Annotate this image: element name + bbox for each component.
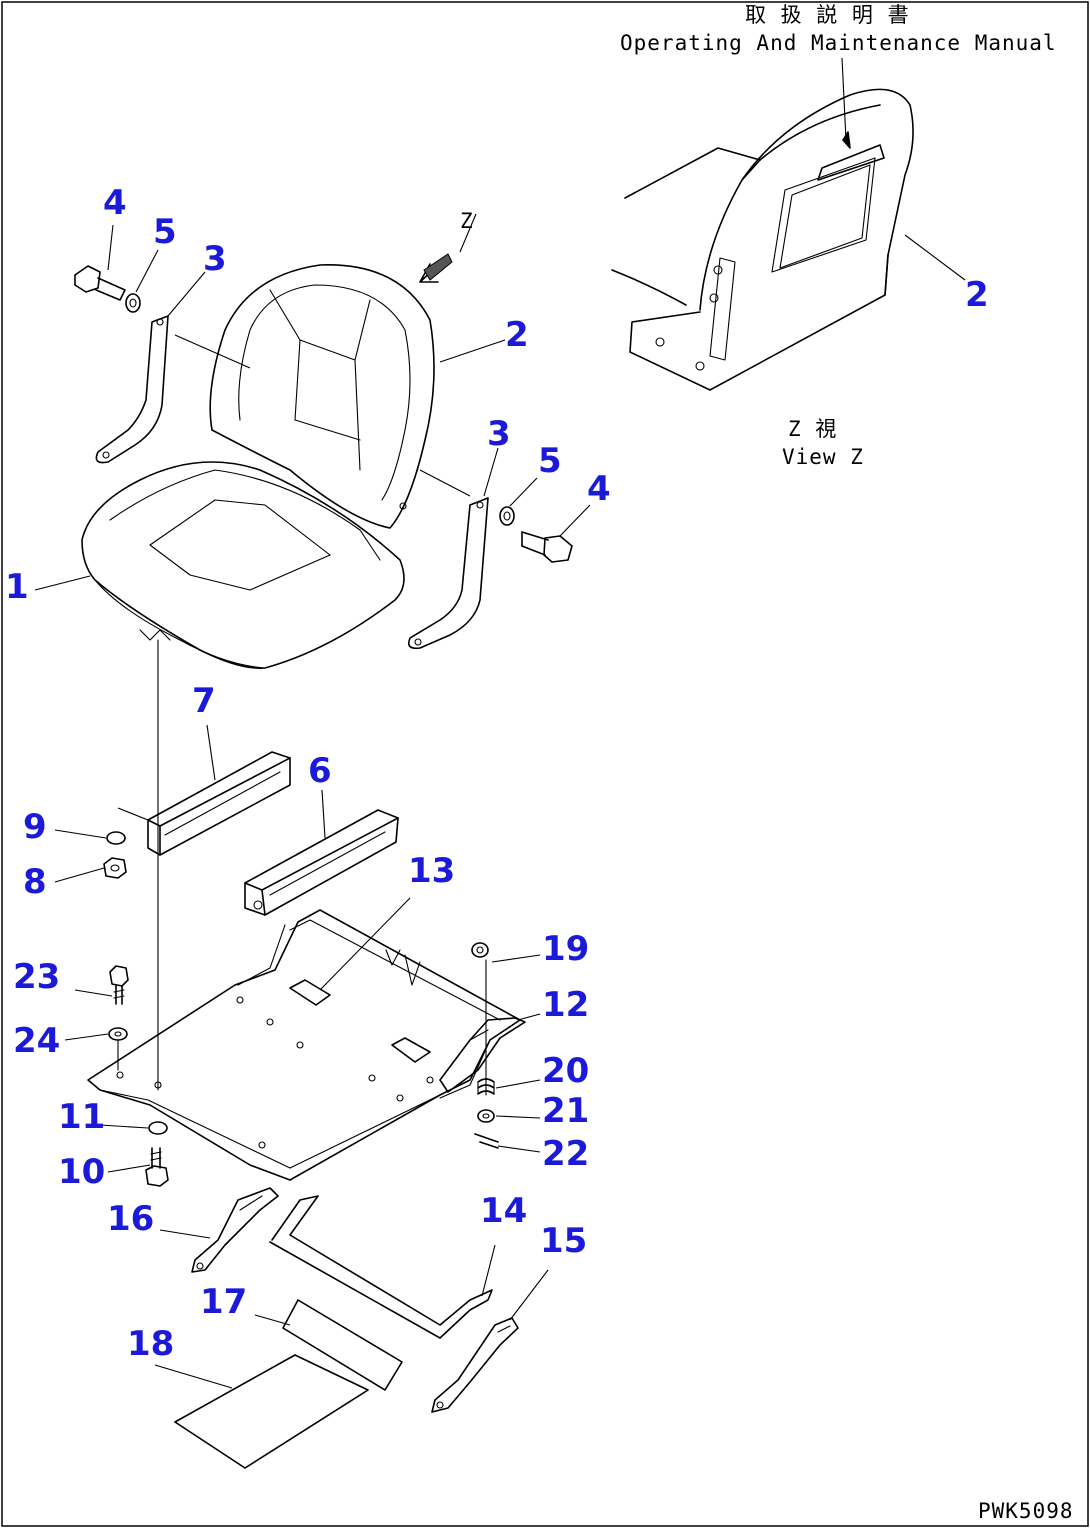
mat-18 (174, 1354, 369, 1469)
leader-6 (321, 789, 326, 839)
drawing-code: PWK5098 (978, 1499, 1074, 1523)
leader-2-view (904, 234, 966, 281)
rod-14 (269, 1195, 493, 1339)
callout-4-right: 4 (587, 469, 611, 509)
leader-21 (495, 1115, 541, 1119)
leader-3-left-b (174, 334, 251, 369)
callout-5-left: 5 (153, 212, 177, 252)
leader-3-right (483, 447, 499, 497)
callout-2: 2 (505, 315, 529, 355)
slide-rail-upper (147, 751, 291, 856)
leader-23 (74, 989, 113, 997)
leader-13 (319, 897, 411, 991)
bracket-12 (439, 1017, 526, 1093)
callout-20: 20 (542, 1051, 589, 1091)
slide-rail-lower (244, 809, 399, 916)
washer-19 (471, 942, 489, 958)
spring-20 (477, 1078, 495, 1095)
leader-17 (254, 1314, 291, 1326)
view-z-label-en: View Z (782, 445, 864, 469)
callout-24: 24 (13, 1021, 60, 1061)
callout-6: 6 (308, 751, 332, 791)
washer-21 (477, 1109, 495, 1123)
leader-1 (34, 575, 91, 591)
callout-23: 23 (13, 957, 60, 997)
leader-10 (107, 1164, 151, 1173)
callout-10: 10 (58, 1152, 105, 1192)
view-z-drawing (611, 88, 914, 391)
bolt-right (521, 531, 573, 563)
leader-16 (159, 1229, 211, 1239)
leader-4-right (559, 504, 591, 537)
nut-8 (103, 857, 127, 879)
callout-21: 21 (542, 1091, 589, 1131)
seat-backrest (209, 264, 435, 529)
leader-4-left (107, 224, 114, 271)
view-arrow-leader (459, 213, 477, 253)
lever-15 (431, 1317, 519, 1413)
leader-24 (64, 1033, 109, 1041)
leader-9 (54, 829, 107, 839)
leader-8 (54, 867, 105, 883)
manual-leader (841, 57, 847, 141)
callout-12: 12 (542, 985, 589, 1025)
lever-16 (191, 1187, 279, 1273)
washer-11 (148, 1121, 168, 1135)
bolt-left (74, 265, 126, 301)
callout-1: 1 (5, 567, 29, 607)
callout-16: 16 (107, 1199, 154, 1239)
washer-9 (106, 831, 126, 845)
seat-cushion (81, 461, 405, 669)
callout-2-view: 2 (965, 275, 989, 315)
callout-22: 22 (542, 1134, 589, 1174)
bolt-10 (145, 1147, 169, 1187)
pin-22 (474, 1133, 499, 1149)
washer-right (499, 506, 515, 526)
leader-12 (517, 1013, 541, 1021)
leader-19 (491, 954, 541, 963)
washer-left (125, 293, 141, 313)
callout-11: 11 (58, 1097, 105, 1137)
callout-3-right: 3 (487, 414, 511, 454)
leader-15 (509, 1269, 549, 1321)
leader-2 (439, 339, 506, 363)
bracket-right (407, 497, 489, 650)
callout-5-right: 5 (538, 441, 562, 481)
pad-17 (282, 1299, 403, 1391)
leader-11 (99, 1124, 149, 1129)
view-arrow (419, 253, 453, 283)
callout-13: 13 (408, 851, 455, 891)
bracket-left (95, 315, 169, 464)
manual-label-en: Operating And Maintenance Manual (620, 31, 1057, 55)
bolt-23 (109, 965, 129, 1005)
callout-3-left: 3 (203, 239, 227, 279)
callout-15: 15 (540, 1221, 587, 1261)
leader-5-left (135, 249, 159, 293)
callout-4-left: 4 (103, 183, 127, 223)
seat-base-plate (87, 909, 521, 1181)
callout-8: 8 (23, 862, 47, 902)
leader-22 (497, 1145, 541, 1153)
callout-18: 18 (127, 1324, 174, 1364)
leader-7 (206, 724, 216, 781)
manual-label-jp: 取 扱 説 明 書 (745, 3, 910, 27)
callout-7: 7 (192, 681, 216, 721)
callout-19: 19 (542, 929, 589, 969)
callout-17: 17 (200, 1282, 247, 1322)
leader-20 (495, 1079, 541, 1089)
view-z-label-jp: Z 視 (788, 417, 837, 441)
leader-3-right-b (419, 469, 471, 497)
leader-9-line (117, 807, 149, 821)
leader-14 (481, 1244, 496, 1297)
view-arrow-label: Z (460, 209, 474, 233)
leader-18 (154, 1364, 233, 1389)
leader-5-right (509, 477, 538, 507)
callout-14: 14 (480, 1191, 527, 1231)
washer-24 (108, 1027, 128, 1041)
leader-3-left (167, 271, 206, 317)
callout-9: 9 (23, 807, 47, 847)
